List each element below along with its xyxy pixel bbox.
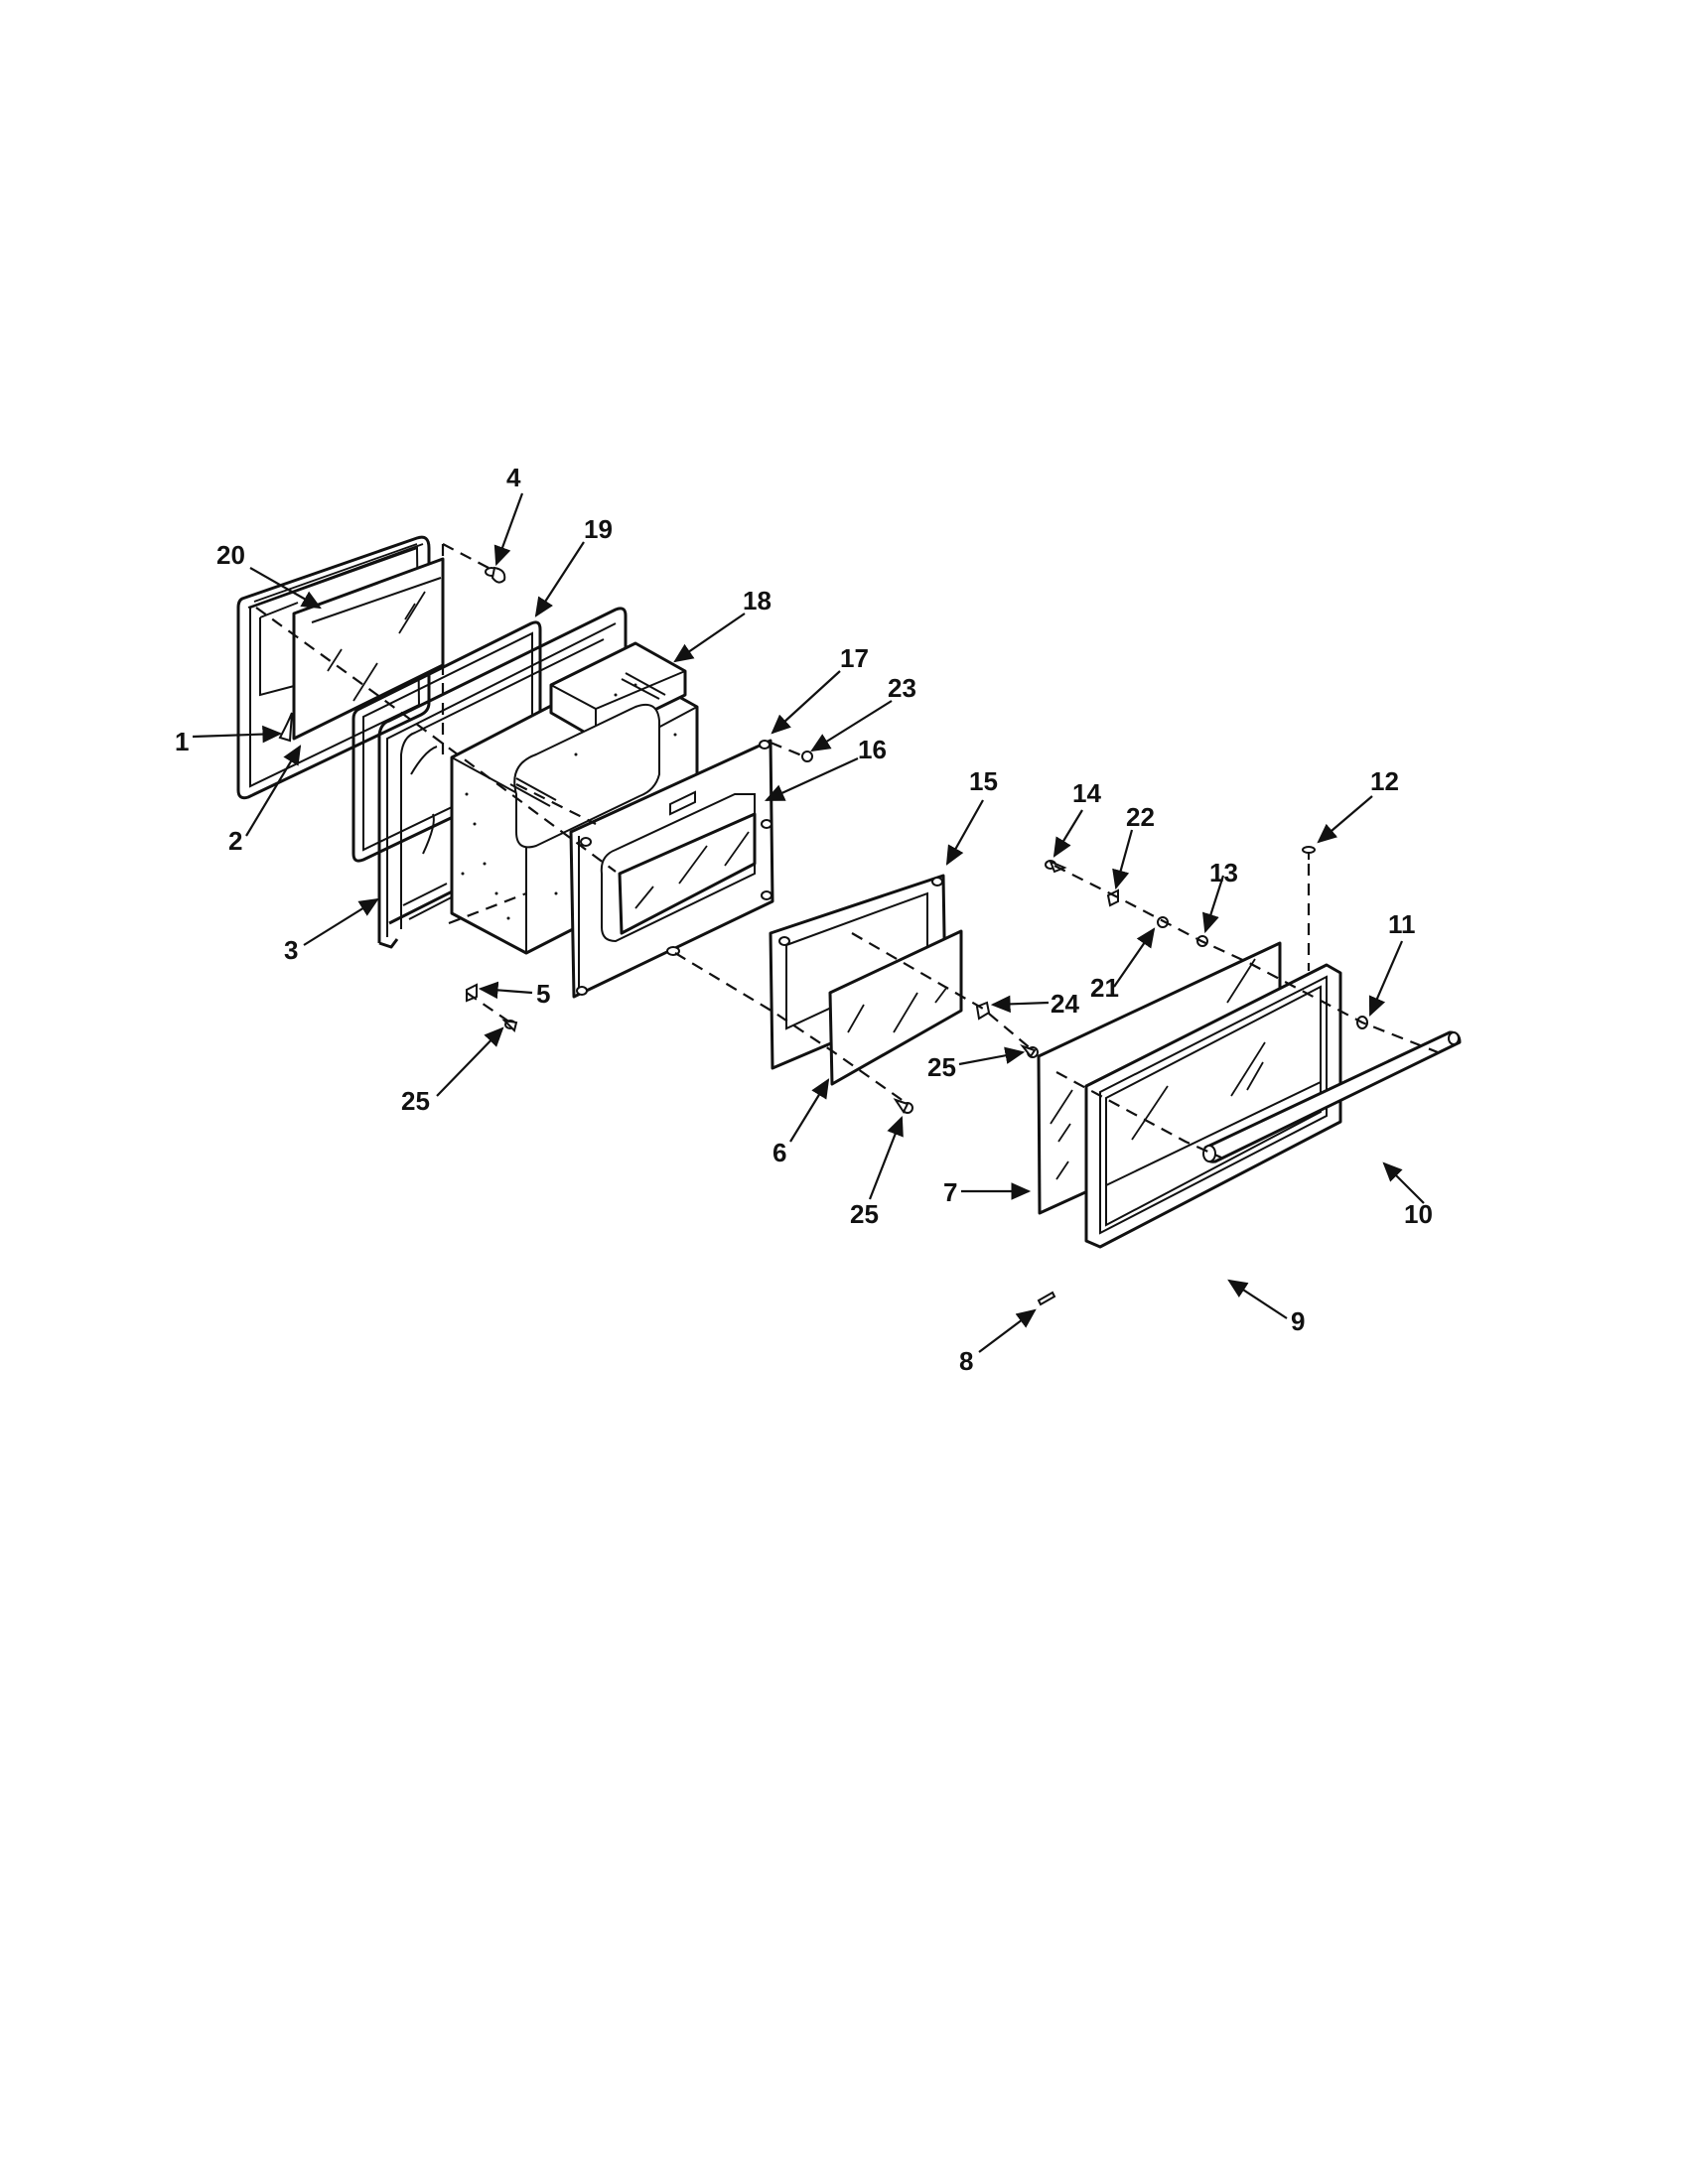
part-25a-screw bbox=[501, 1019, 518, 1032]
callout-21: 21 bbox=[1090, 973, 1119, 1003]
callout-3: 3 bbox=[284, 935, 298, 965]
part-20-inner-door-panel bbox=[236, 535, 431, 800]
part-23-nut bbox=[801, 751, 813, 762]
callout-23: 23 bbox=[888, 673, 916, 703]
callout-6: 6 bbox=[772, 1138, 786, 1167]
callout-25c: 25 bbox=[850, 1199, 879, 1229]
callout-7: 7 bbox=[943, 1177, 957, 1207]
callout-25a: 25 bbox=[401, 1086, 430, 1116]
callout-13: 13 bbox=[1209, 858, 1238, 887]
callout-8: 8 bbox=[959, 1346, 973, 1376]
callout-15: 15 bbox=[969, 766, 998, 796]
callout-9: 9 bbox=[1291, 1306, 1305, 1336]
part-12-screw bbox=[1302, 846, 1316, 860]
callout-16: 16 bbox=[858, 735, 887, 764]
callout-labels: 1 2 3 4 5 6 7 8 9 10 11 12 13 14 15 16 1… bbox=[175, 463, 1433, 1376]
part-25b-screw bbox=[1020, 1043, 1039, 1058]
callout-11: 11 bbox=[1388, 909, 1416, 939]
callout-17: 17 bbox=[840, 643, 869, 673]
leader-lines bbox=[192, 492, 1425, 1353]
callout-2: 2 bbox=[228, 826, 242, 856]
part-3-door-liner bbox=[377, 607, 628, 949]
callout-22: 22 bbox=[1126, 802, 1155, 832]
callout-4: 4 bbox=[506, 463, 521, 492]
callout-10: 10 bbox=[1404, 1199, 1433, 1229]
part-14-screw bbox=[1045, 860, 1067, 874]
callout-14: 14 bbox=[1072, 778, 1101, 808]
callout-25b: 25 bbox=[927, 1052, 956, 1082]
part-4-screw bbox=[485, 566, 506, 584]
part-25c-screw bbox=[893, 1098, 913, 1114]
callout-18: 18 bbox=[743, 586, 772, 615]
part-9-outer-frame bbox=[1084, 963, 1342, 1249]
assembly-lines bbox=[255, 543, 1439, 1160]
part-6-glass bbox=[828, 929, 963, 1086]
part-16-glass-pack bbox=[600, 793, 757, 943]
callout-24: 24 bbox=[1051, 989, 1079, 1019]
part-8-pin bbox=[1037, 1291, 1056, 1306]
part-10-handle bbox=[1202, 1030, 1462, 1163]
callout-20: 20 bbox=[216, 540, 245, 570]
part-2-inner-glass bbox=[292, 557, 445, 741]
callout-12: 12 bbox=[1370, 766, 1399, 796]
callout-5: 5 bbox=[536, 979, 550, 1009]
callout-19: 19 bbox=[584, 514, 613, 544]
callout-1: 1 bbox=[175, 727, 189, 756]
part-1-clip bbox=[278, 712, 293, 743]
